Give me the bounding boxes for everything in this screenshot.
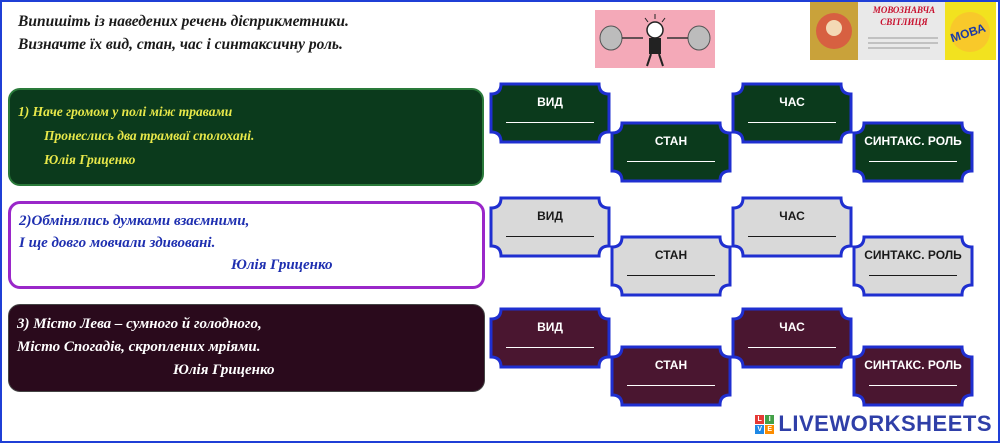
sentence-1-line-2: Пронеслись два трамваї сполохані.	[44, 128, 255, 143]
row1-rol-box[interactable]: СИНТАКС. РОЛЬ	[852, 121, 974, 183]
row2-rol-box[interactable]: СИНТАКС. РОЛЬ	[852, 235, 974, 297]
row3-chas-label: ЧАС	[779, 320, 805, 334]
sentence-1-author: Юлія Гриценко	[44, 152, 136, 167]
row3-rol-answer-line[interactable]	[869, 385, 957, 386]
sentence-3-author: Юлія Гриценко	[173, 362, 275, 378]
idea-illustration	[595, 10, 715, 68]
row2-chas-box[interactable]: ЧАС	[731, 196, 853, 258]
row3-stan-label: СТАН	[654, 358, 688, 372]
liveworksheets-watermark: L I V E LIVEWORKSHEETS	[755, 411, 992, 437]
row2-vid-box[interactable]: ВИД	[489, 196, 611, 258]
sentence-1-line-1: 1) Наче громом у полі між травами	[18, 104, 233, 119]
sentence-card-1: 1) Наче громом у полі між травами Пронес…	[8, 88, 484, 186]
banner-title: МОВОЗНАВЧА СВІТЛИЦЯ	[872, 5, 936, 27]
sentence-3-line-1: 3) Місто Лева – сумного й голодного,	[17, 316, 262, 332]
banner-image: МОВОЗНАВЧА СВІТЛИЦЯ МОВА	[810, 2, 996, 60]
row3-vid-box[interactable]: ВИД	[489, 307, 611, 369]
row3-chas-answer-line[interactable]	[748, 347, 836, 348]
row2-chas-answer-line[interactable]	[748, 236, 836, 237]
instruction-line-2: Визначте їх вид, стан, час і синтаксичну…	[18, 36, 343, 53]
row1-chas-label: ЧАС	[779, 95, 805, 109]
instruction-line-1: Випишіть із наведених речень дієприкметн…	[18, 13, 349, 30]
sentence-3-line-2: Місто Спогадів, скроплених мріями.	[17, 339, 261, 355]
row3-rol-label: СИНТАКС. РОЛЬ	[864, 358, 962, 372]
sentence-2-line-2: І ще довго мовчали здивовані.	[19, 235, 216, 251]
row1-chas-answer-line[interactable]	[748, 122, 836, 123]
row3-chas-box[interactable]: ЧАС	[731, 307, 853, 369]
row1-stan-answer-line[interactable]	[627, 161, 715, 162]
watermark-text: LIVEWORKSHEETS	[778, 411, 992, 436]
row3-vid-answer-line[interactable]	[506, 347, 594, 348]
row1-chas-box[interactable]: ЧАС	[731, 82, 853, 144]
row2-stan-box[interactable]: СТАН	[610, 235, 732, 297]
row1-rol-label: СИНТАКС. РОЛЬ	[864, 134, 962, 148]
row2-vid-label: ВИД	[537, 209, 563, 223]
row2-stan-label: СТАН	[654, 248, 688, 262]
row3-vid-label: ВИД	[537, 320, 563, 334]
sentence-2-line-1: 2)Обмінялись думками взаємними,	[19, 213, 250, 229]
row2-rol-label: СИНТАКС. РОЛЬ	[864, 248, 962, 262]
row1-stan-box[interactable]: СТАН	[610, 121, 732, 183]
row3-stan-box[interactable]: СТАН	[610, 345, 732, 407]
row2-chas-label: ЧАС	[779, 209, 805, 223]
row1-vid-box[interactable]: ВИД	[489, 82, 611, 144]
row1-rol-answer-line[interactable]	[869, 161, 957, 162]
sentence-2-author: Юлія Гриценко	[231, 257, 333, 273]
instructions: Випишіть із наведених речень дієприкметн…	[18, 10, 488, 56]
row1-vid-answer-line[interactable]	[506, 122, 594, 123]
row3-stan-answer-line[interactable]	[627, 385, 715, 386]
row1-vid-label: ВИД	[537, 95, 563, 109]
sentence-card-2: 2)Обмінялись думками взаємними, І ще дов…	[8, 201, 485, 289]
row2-rol-answer-line[interactable]	[869, 275, 957, 276]
liveworksheets-logo-icon: L I V E	[755, 414, 775, 434]
row2-vid-answer-line[interactable]	[506, 236, 594, 237]
row1-stan-label: СТАН	[654, 134, 688, 148]
sentence-card-3: 3) Місто Лева – сумного й голодного, Міс…	[8, 304, 485, 392]
row3-rol-box[interactable]: СИНТАКС. РОЛЬ	[852, 345, 974, 407]
row2-stan-answer-line[interactable]	[627, 275, 715, 276]
